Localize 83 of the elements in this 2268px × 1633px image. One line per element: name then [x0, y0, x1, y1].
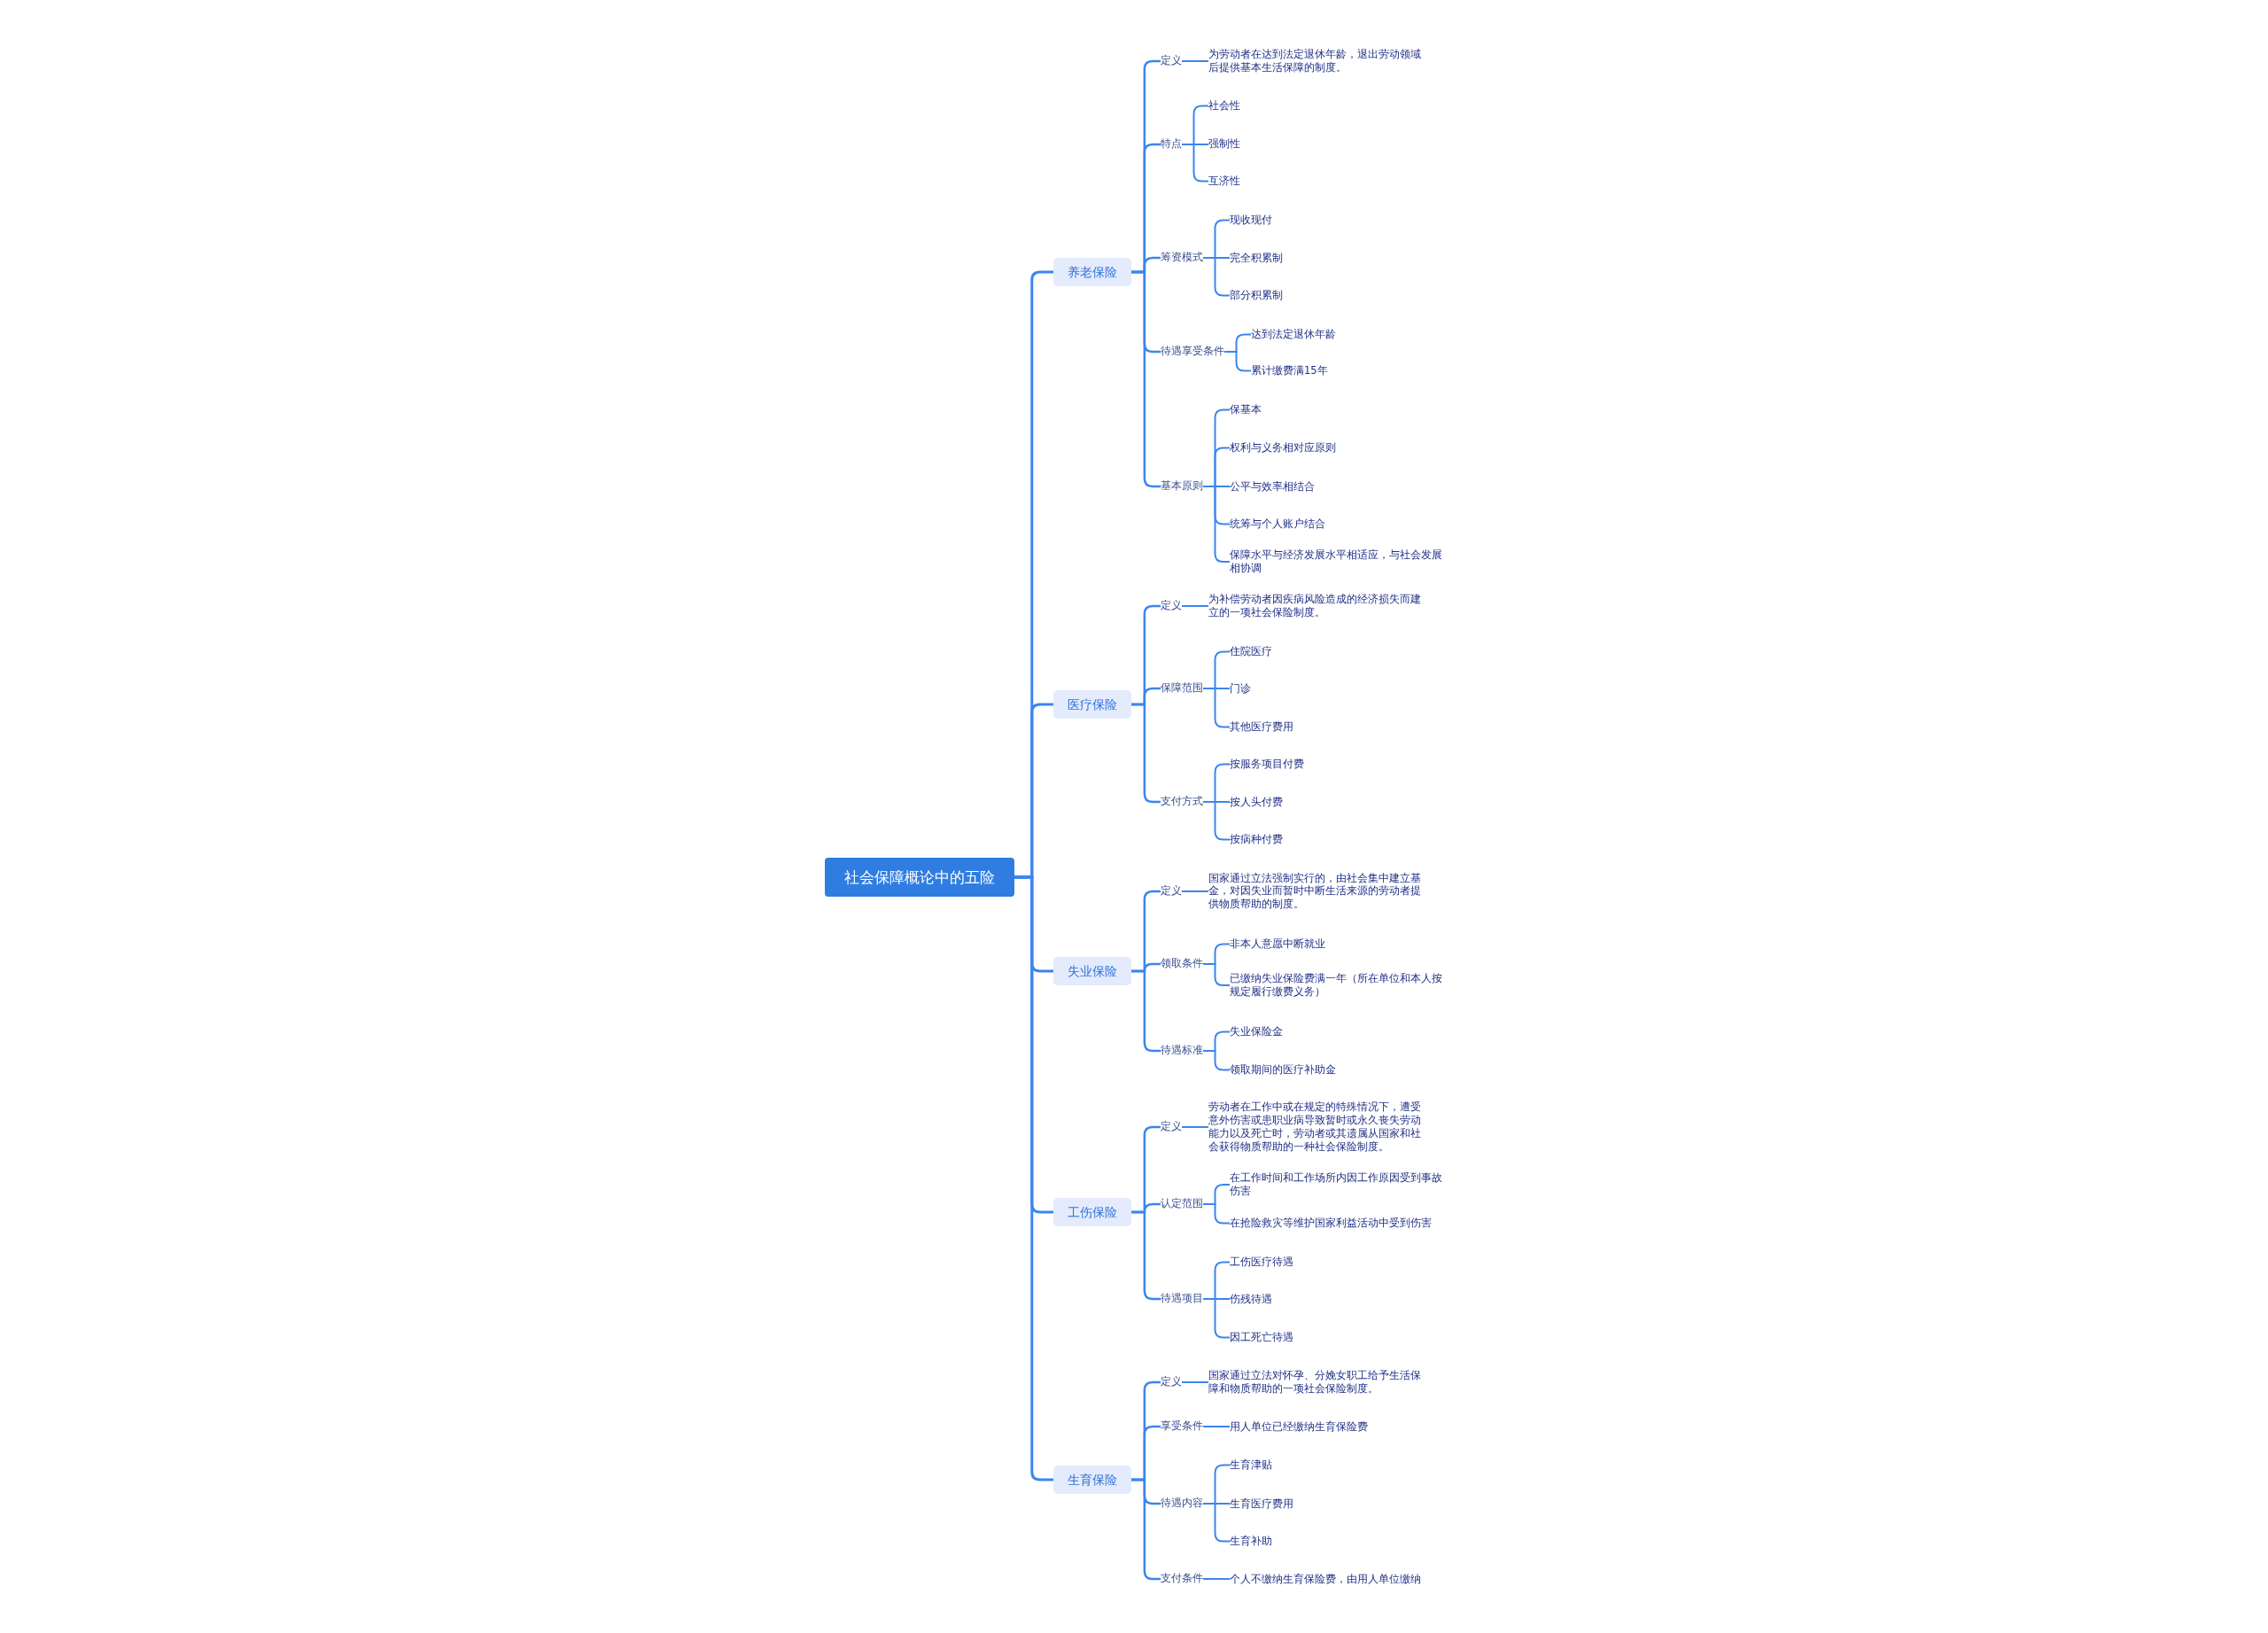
connector-line [1131, 1210, 1161, 1301]
leaf-text: 其他医疗费用 [1230, 719, 1293, 735]
subtopic-label: 支付方式 [1161, 794, 1203, 810]
subtopic-label: 定义 [1161, 1119, 1182, 1135]
subtopic-label: 定义 [1161, 598, 1182, 614]
leaf-text: 领取期间的医疗补助金 [1230, 1061, 1336, 1077]
connector-line [1131, 270, 1161, 488]
leaf-text: 工伤医疗待遇 [1230, 1254, 1293, 1270]
subtopic-label: 待遇标准 [1161, 1043, 1203, 1059]
leaf-text: 为劳动者在达到法定退休年龄，退出劳动领域后提供基本生活保障的制度。 [1208, 47, 1421, 75]
leaf-text: 达到法定退休年龄 [1251, 326, 1336, 342]
connector-line [1202, 688, 1231, 728]
subtopic-label: 待遇内容 [1161, 1496, 1203, 1512]
topic-box: 生育保险 [1053, 1466, 1131, 1495]
leaf-text: 完全积累制 [1230, 250, 1283, 266]
connector-line [1181, 605, 1209, 607]
connector-line [1202, 486, 1231, 563]
leaf-text: 国家通过立法强制实行的，由社会集中建立基金，对因失业而暂时中断生活来源的劳动者提供物质帮助的制度。 [1208, 870, 1421, 913]
leaf-text: 社会性 [1208, 97, 1240, 113]
leaf-text: 劳动者在工作中或在规定的特殊情况下，遭受意外伤害或患职业病导致暂时或永久丧失劳动能力以及死亡时，劳动者或其遗属从国家和社会获得物质帮助的一种社会保险制度。 [1208, 1100, 1421, 1155]
leaf-text: 按人头付费 [1230, 794, 1283, 810]
connector-line [1014, 875, 1053, 1481]
leaf-text: 生育补助 [1230, 1533, 1272, 1549]
connector-line [1131, 1478, 1161, 1581]
subtopic-label: 定义 [1161, 1374, 1182, 1390]
connector-line [1202, 1578, 1231, 1580]
leaf-text: 强制性 [1208, 136, 1240, 152]
leaf-text: 公平与效率相结合 [1230, 478, 1315, 494]
connector-line [1181, 60, 1209, 62]
leaf-text: 伤残待遇 [1230, 1291, 1272, 1307]
subtopic-label: 待遇享受条件 [1161, 344, 1224, 360]
connector-line [1131, 969, 1161, 1053]
connector-line [1181, 1381, 1209, 1383]
subtopic-label: 享受条件 [1161, 1419, 1203, 1435]
leaf-text: 按病种付费 [1230, 831, 1283, 847]
connector-line [1202, 963, 1231, 986]
connector-line [1202, 1203, 1231, 1225]
topic-box: 养老保险 [1053, 258, 1131, 287]
leaf-text: 累计缴费满15年 [1251, 362, 1328, 378]
subtopic-label: 基本原则 [1161, 478, 1203, 494]
leaf-text: 因工死亡待遇 [1230, 1329, 1293, 1345]
leaf-text: 部分积累制 [1230, 287, 1283, 303]
subtopic-label: 定义 [1161, 53, 1182, 69]
connector-line [1202, 1298, 1231, 1339]
leaf-text: 住院医疗 [1230, 643, 1272, 659]
connector-line [1202, 1426, 1231, 1427]
subtopic-label: 筹资模式 [1161, 250, 1203, 266]
central-topic-box: 社会保障概论中的五险 [825, 858, 1014, 898]
subtopic-label: 保障范围 [1161, 680, 1203, 696]
subtopic-label: 特点 [1161, 136, 1182, 152]
leaf-text: 现收现付 [1230, 212, 1272, 228]
connector-line [1202, 1050, 1231, 1071]
leaf-text: 统筹与个人账户结合 [1230, 516, 1325, 532]
subtopic-label: 定义 [1161, 883, 1182, 899]
leaf-text: 保障水平与经济发展水平相适应，与社会发展相协调 [1230, 548, 1442, 576]
leaf-text: 用人单位已经缴纳生育保险费 [1230, 1419, 1368, 1435]
topic-box: 失业保险 [1053, 957, 1131, 986]
topic-box: 工伤保险 [1053, 1198, 1131, 1227]
leaf-text: 在抢险救灾等维护国家利益活动中受到伤害 [1230, 1215, 1432, 1231]
leaf-text: 国家通过立法对怀孕、分娩女职工给予生活保障和物质帮助的一项社会保险制度。 [1208, 1368, 1421, 1396]
subtopic-label: 领取条件 [1161, 956, 1203, 972]
connector-line [1131, 703, 1161, 804]
leaf-text: 生育津贴 [1230, 1457, 1272, 1473]
leaf-text: 已缴纳失业保险费满一年（所在单位和本人按规定履行缴费义务） [1230, 971, 1442, 999]
connector-line [1223, 351, 1252, 372]
leaf-text: 为补偿劳动者因疾病风险造成的经济损失而建立的一项社会保险制度。 [1208, 592, 1421, 620]
connector-line [1181, 144, 1209, 183]
leaf-text: 互济性 [1208, 173, 1240, 189]
leaf-text: 非本人意愿中断就业 [1230, 936, 1325, 952]
subtopic-label: 认定范围 [1161, 1196, 1203, 1212]
leaf-text: 在工作时间和工作场所内因工作原因受到事故伤害 [1230, 1170, 1442, 1199]
leaf-text: 个人不缴纳生育保险费，由用人单位缴纳 [1230, 1571, 1421, 1587]
connector-line [1181, 1126, 1209, 1128]
subtopic-label: 支付条件 [1161, 1571, 1203, 1587]
leaf-text: 按服务项目付费 [1230, 756, 1304, 772]
topic-box: 医疗保险 [1053, 690, 1131, 719]
subtopic-label: 待遇项目 [1161, 1291, 1203, 1307]
leaf-text: 门诊 [1230, 680, 1251, 696]
leaf-text: 生育医疗费用 [1230, 1496, 1293, 1512]
leaf-text: 保基本 [1230, 401, 1262, 417]
connector-line [1181, 890, 1209, 892]
leaf-text: 失业保险金 [1230, 1023, 1283, 1039]
leaf-text: 权利与义务相对应原则 [1230, 439, 1336, 455]
